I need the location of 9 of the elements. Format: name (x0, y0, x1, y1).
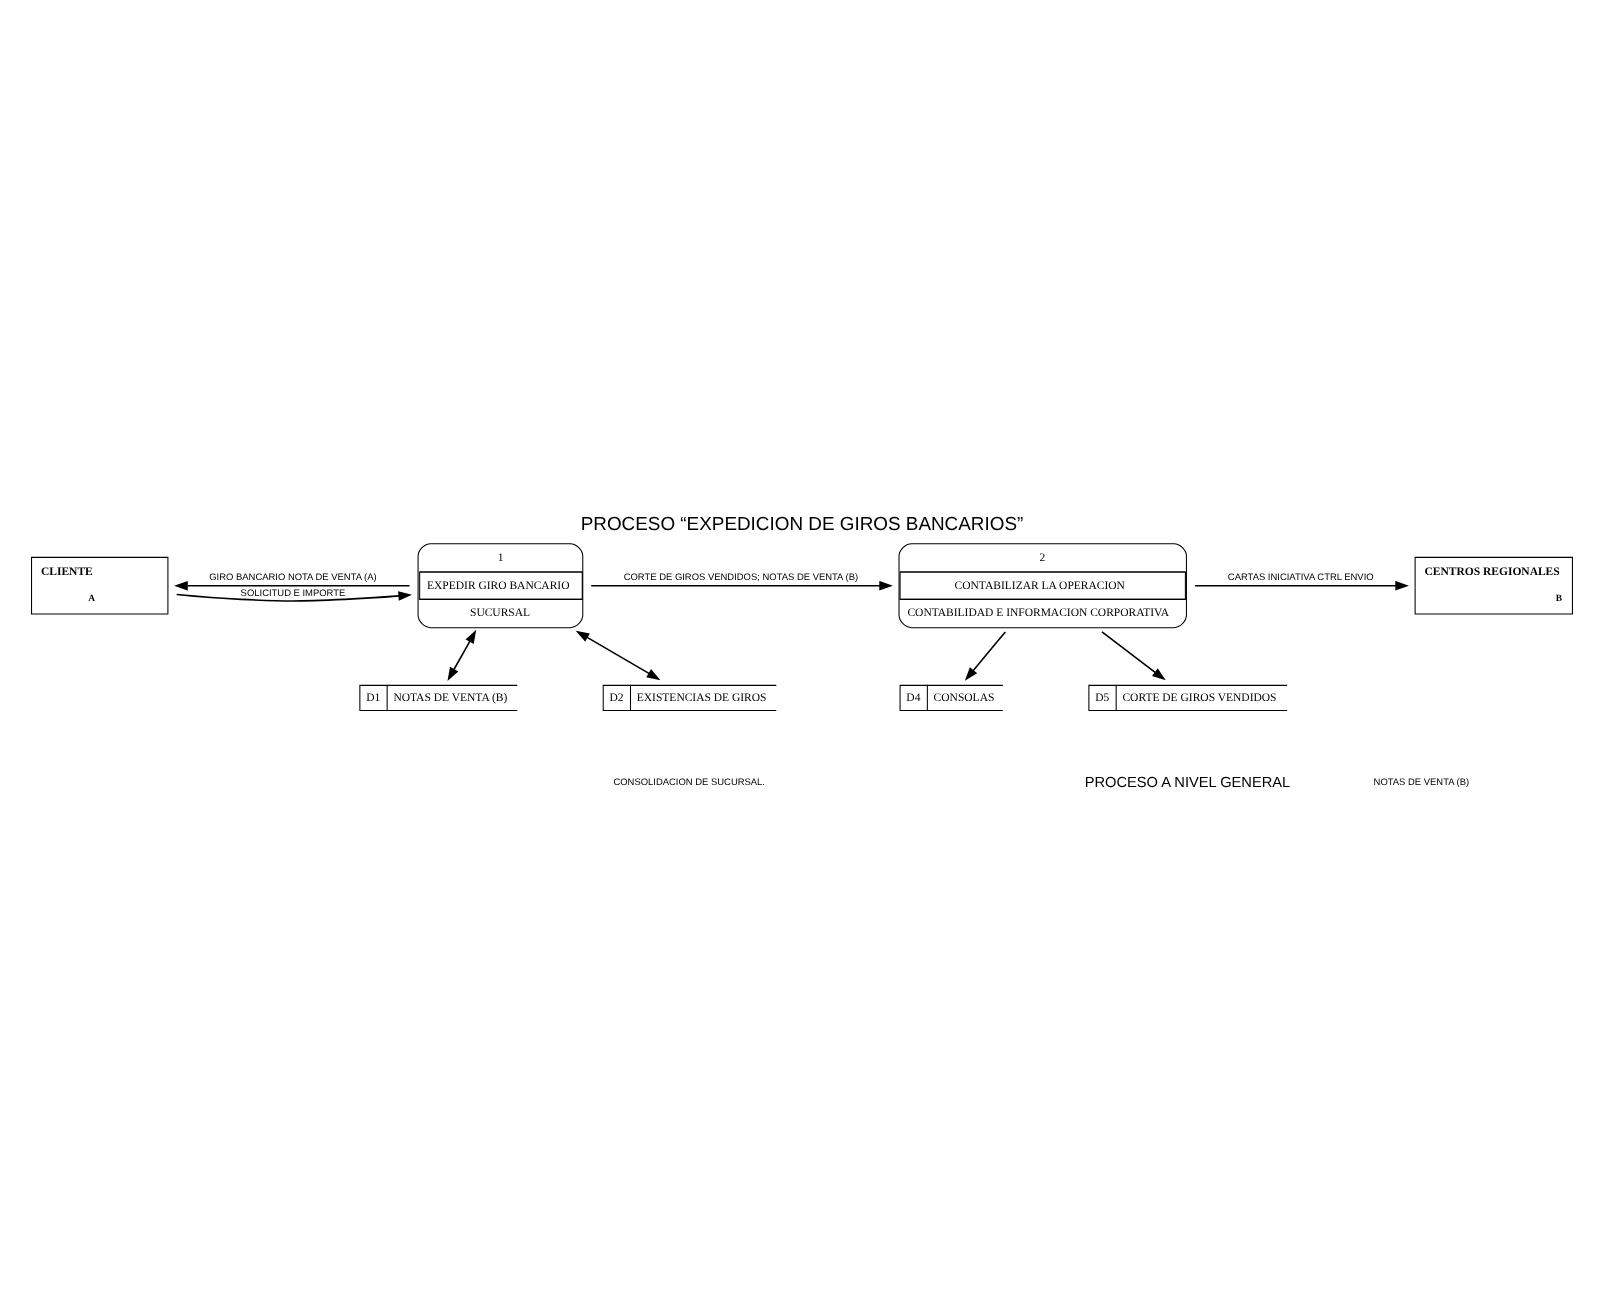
arrow (964, 630, 1007, 680)
arrow (575, 629, 661, 680)
arrow (1101, 630, 1166, 680)
arrow (590, 579, 893, 590)
diagram-title: PROCESO “EXPEDICION DE GIROS BANCARIOS” (580, 512, 1024, 535)
arrow (447, 628, 477, 680)
arrow (175, 590, 412, 601)
arrow (1194, 579, 1409, 590)
arrow (174, 579, 411, 590)
